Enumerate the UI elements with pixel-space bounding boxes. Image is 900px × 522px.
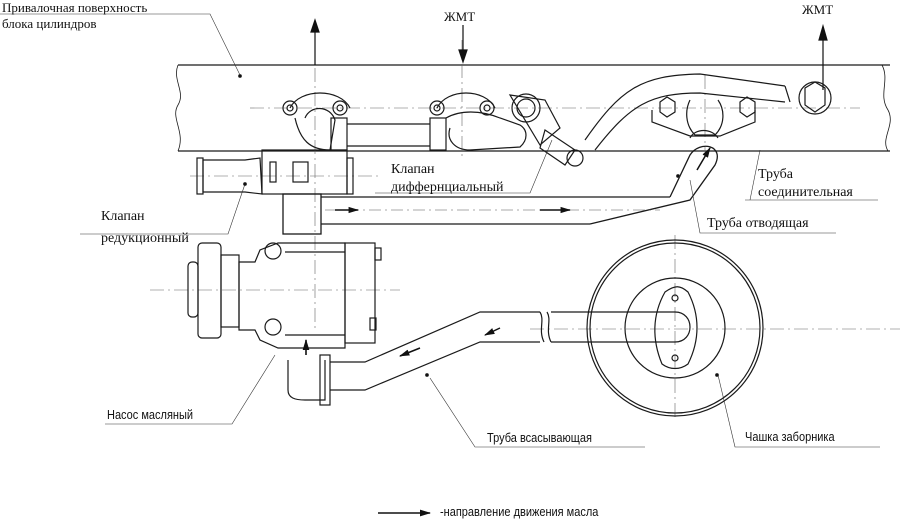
label-reducing-valve-line2: редукционный (101, 231, 189, 246)
intake-cup (586, 239, 764, 417)
label-reducing-valve: Клапан редукционный (101, 206, 189, 250)
reducing-valve (196, 149, 354, 195)
label-connecting-pipe-line2: соединительная (758, 185, 853, 200)
oil-pump (187, 242, 382, 355)
cylinder-block (175, 64, 891, 152)
legend-text: -направление движения масла (440, 505, 599, 519)
label-block-surface-line1: Привалочная поверхность (2, 0, 148, 15)
label-block-surface: Привалочная поверхность блока цилиндров (2, 0, 147, 32)
label-outlet-pipe: Труба отводящая (707, 216, 809, 231)
label-suction-pipe: Труба всасывающая (487, 431, 592, 445)
label-connecting-pipe-line1: Труба (758, 167, 793, 182)
label-zhmt-left: ЖМТ (444, 9, 476, 24)
label-oil-pump: Насос масляный (107, 408, 194, 422)
leader-lines (0, 13, 880, 448)
label-reducing-valve-line1: Клапан (101, 209, 145, 224)
suction-pipe (287, 311, 691, 406)
upper-oil-channel (282, 92, 584, 167)
label-differential-valve-line2: дифферн­циальный (391, 180, 504, 195)
label-connecting-pipe: Труба соединительная (758, 166, 853, 202)
center-lines (150, 20, 900, 420)
zhmt-arrows (310, 18, 828, 90)
outlet-pipe (282, 145, 718, 235)
label-differential-valve: Клапан дифферн­циальный (391, 161, 503, 197)
label-intake-cup: Чашка заборника (745, 430, 835, 444)
label-zhmt-right: ЖМТ (802, 2, 834, 17)
label-differential-valve-line1: Клапан (391, 162, 435, 177)
connecting-pipe (584, 73, 832, 151)
label-block-surface-line2: блока цилиндров (2, 16, 97, 31)
